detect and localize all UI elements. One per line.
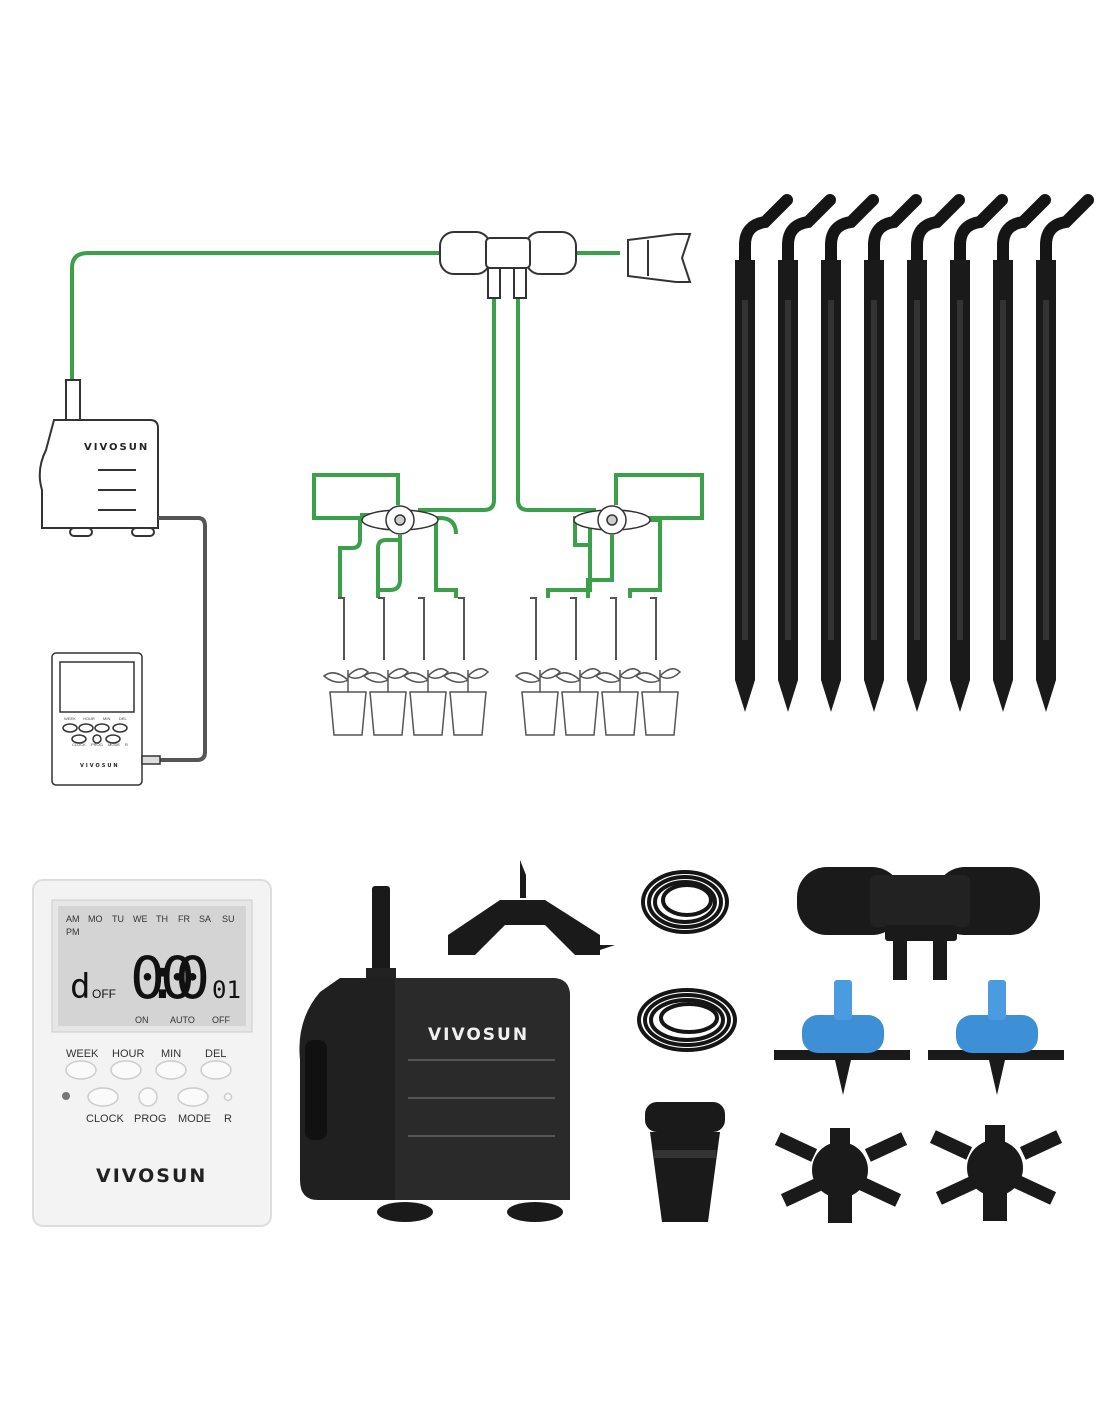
end-plug — [645, 1102, 725, 1222]
four-way-manifold — [774, 1128, 908, 1223]
diagram-timer-brand: VIVOSUN — [80, 763, 120, 769]
label-hour: HOUR — [112, 1048, 144, 1060]
lcd-th: TH — [156, 914, 168, 924]
four-way-manifold — [929, 1125, 1063, 1221]
lcd-tu: TU — [112, 914, 124, 924]
digital-timer: AM MO TU WE TH FR SA SU PM ON AUTO OFF d… — [32, 879, 272, 1227]
label-del: DEL — [205, 1048, 226, 1060]
label-mode: MODE — [178, 1113, 211, 1125]
drip-stake — [993, 194, 1051, 712]
plant-pot — [322, 597, 370, 736]
diagram-timer-min: MIN — [103, 716, 110, 721]
label-r: R — [224, 1113, 232, 1125]
lcd-day-indicator: d — [70, 967, 90, 1007]
diagram-timer-hour: HOUR — [83, 716, 95, 721]
adjustable-dripper — [928, 980, 1064, 1095]
lcd-sa: SA — [199, 914, 211, 924]
lcd-program-number: 01 — [212, 976, 241, 1004]
indicator-led — [62, 1092, 70, 1100]
lcd-we: WE — [133, 914, 148, 924]
lcd-time: 0:00 — [130, 944, 210, 1012]
diagram-timer-mode: MODE — [108, 742, 120, 747]
label-clock: CLOCK — [86, 1113, 125, 1125]
plant-pot — [514, 597, 562, 736]
adjustable-dripper — [774, 980, 910, 1095]
drip-stake — [1036, 194, 1094, 712]
min-button[interactable] — [155, 1060, 187, 1080]
drip-stakes-row — [735, 194, 1094, 712]
label-min: MIN — [161, 1048, 181, 1060]
lcd-am: AM — [66, 914, 80, 924]
drip-stake — [821, 194, 879, 712]
plant-pot — [554, 597, 602, 736]
tee-connector — [797, 867, 1040, 980]
week-button[interactable] — [65, 1060, 97, 1080]
lcd-su: SU — [222, 914, 235, 924]
lcd-on: ON — [135, 1015, 149, 1025]
tubing-coil — [637, 988, 737, 1052]
plant-pot — [402, 597, 450, 736]
drip-stake — [735, 194, 793, 712]
lcd-auto: AUTO — [170, 1015, 195, 1025]
mode-button[interactable] — [177, 1087, 209, 1107]
diagram-timer-del: DEL — [119, 716, 128, 721]
drip-stake — [907, 194, 965, 712]
drip-stake — [950, 194, 1008, 712]
diagram-timer-prog: PROG — [91, 742, 103, 747]
tubing-coil — [641, 870, 729, 934]
diagram-timer: WEEK HOUR MIN DEL CLOCK PROG MODE R VIVO… — [51, 652, 161, 786]
del-button[interactable] — [200, 1060, 232, 1080]
lcd-pm: PM — [66, 927, 80, 937]
clock-button[interactable] — [87, 1087, 119, 1107]
drip-stake — [778, 194, 836, 712]
diagram-plant-pots — [322, 597, 682, 736]
power-cable — [158, 516, 207, 762]
lcd-screen — [58, 906, 246, 1026]
plant-pot — [362, 597, 410, 736]
tubing-lines — [70, 251, 704, 598]
reset-button[interactable] — [223, 1092, 233, 1102]
label-prog: PROG — [134, 1113, 166, 1125]
lcd-off-indicator: OFF — [92, 987, 116, 1001]
label-week: WEEK — [66, 1048, 99, 1060]
lcd-off: OFF — [212, 1015, 230, 1025]
lcd-fr: FR — [178, 914, 190, 924]
hour-button[interactable] — [110, 1060, 142, 1080]
diagram-manifolds — [361, 505, 651, 535]
pump-brand-logo: VIVOSUN — [428, 1025, 529, 1045]
stake-bracket — [448, 860, 615, 955]
diagram-pump: VIVOSUN — [38, 379, 159, 537]
plant-pot — [594, 597, 642, 736]
plant-pot — [634, 597, 682, 736]
diagram-pump-brand: VIVOSUN — [84, 442, 149, 453]
diagram-tee-connector — [439, 231, 577, 299]
diagram-timer-clock: CLOCK — [72, 742, 86, 747]
diagram-timer-r: R — [125, 742, 128, 747]
plant-pot — [442, 597, 490, 736]
drip-stake — [864, 194, 922, 712]
submersible-pump: VIVOSUN — [299, 886, 570, 1222]
timer-brand-logo: VIVOSUN — [96, 1165, 207, 1187]
prog-button[interactable] — [138, 1087, 158, 1107]
diagram-end-cap — [627, 233, 692, 283]
diagram-timer-week: WEEK — [64, 716, 76, 721]
lcd-mo: MO — [88, 914, 103, 924]
